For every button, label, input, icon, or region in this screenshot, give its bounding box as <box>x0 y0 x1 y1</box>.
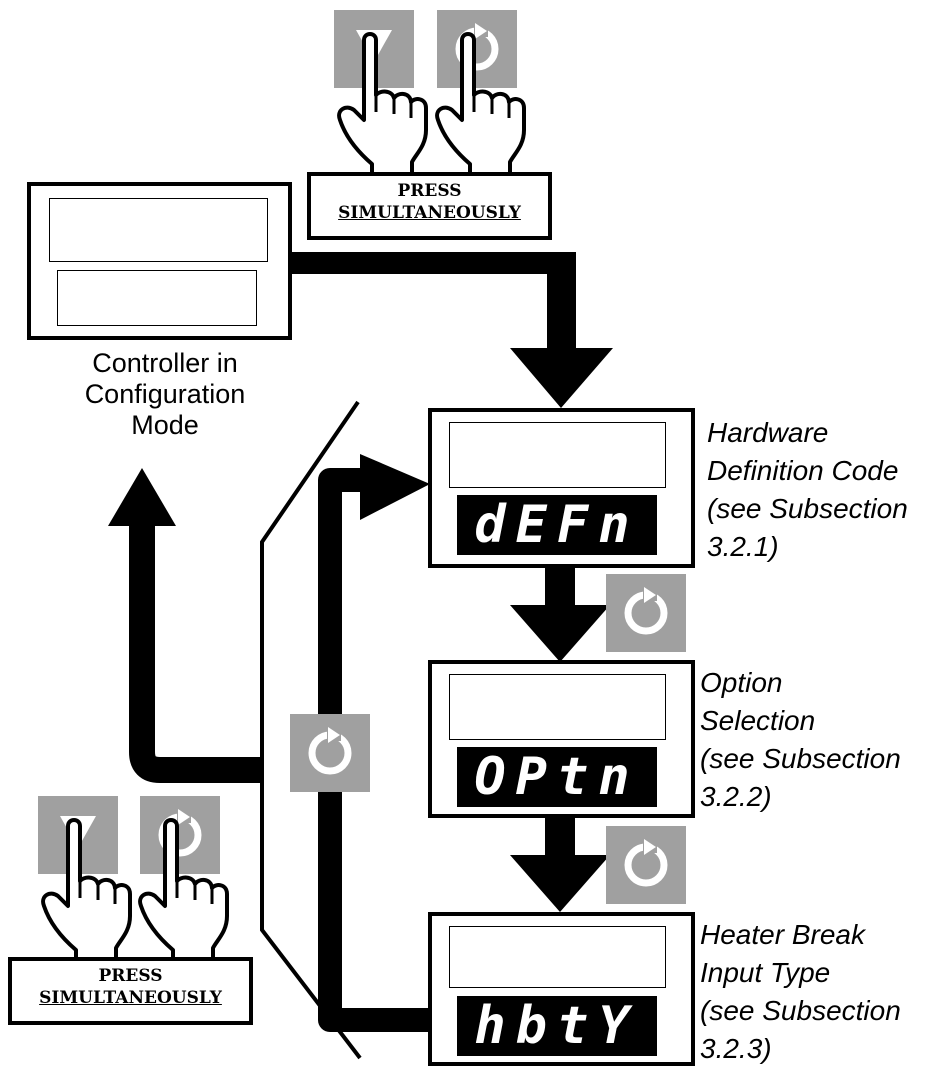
cycle-key-icon-1 <box>606 574 686 652</box>
step-arrow-2 <box>510 815 610 912</box>
bracket-line <box>260 400 362 1060</box>
lower-display-window <box>57 270 257 326</box>
lcd-code-defn: dEFn <box>457 495 657 555</box>
loop-cycle-key-icon <box>290 714 370 792</box>
lcd-code-optn: OPtn <box>457 747 657 807</box>
press-label-top: PRESS SIMULTANEOUSLY <box>307 172 552 240</box>
upper-display-window <box>449 926 666 988</box>
cycle-key-icon-2 <box>606 826 686 904</box>
entry-connector <box>290 252 613 408</box>
step-display-hbty: hbtY <box>428 912 695 1066</box>
press-label-bottom: PRESS SIMULTANEOUSLY <box>8 957 253 1025</box>
step-note-hbty: Heater Break Input Type (see Subsection … <box>700 919 901 1064</box>
bottom-cycle-key-icon <box>140 796 220 874</box>
top-cycle-key-icon <box>437 10 517 88</box>
step-display-optn: OPtn <box>428 660 695 818</box>
upper-display-window <box>449 674 666 740</box>
step-note-optn: Option Selection (see Subsection 3.2.2) <box>700 667 901 812</box>
exit-connector <box>108 468 262 783</box>
controller-caption: Controller in Configuration Mode <box>84 348 246 440</box>
controller-display <box>27 182 292 340</box>
upper-display-window <box>449 422 666 488</box>
step-note-defn: Hardware Definition Code (see Subsection… <box>707 417 908 562</box>
step-arrow-1 <box>510 565 610 662</box>
upper-display-window <box>49 198 268 262</box>
lcd-code-hbty: hbtY <box>457 996 657 1056</box>
step-display-defn: dEFn <box>428 408 695 568</box>
